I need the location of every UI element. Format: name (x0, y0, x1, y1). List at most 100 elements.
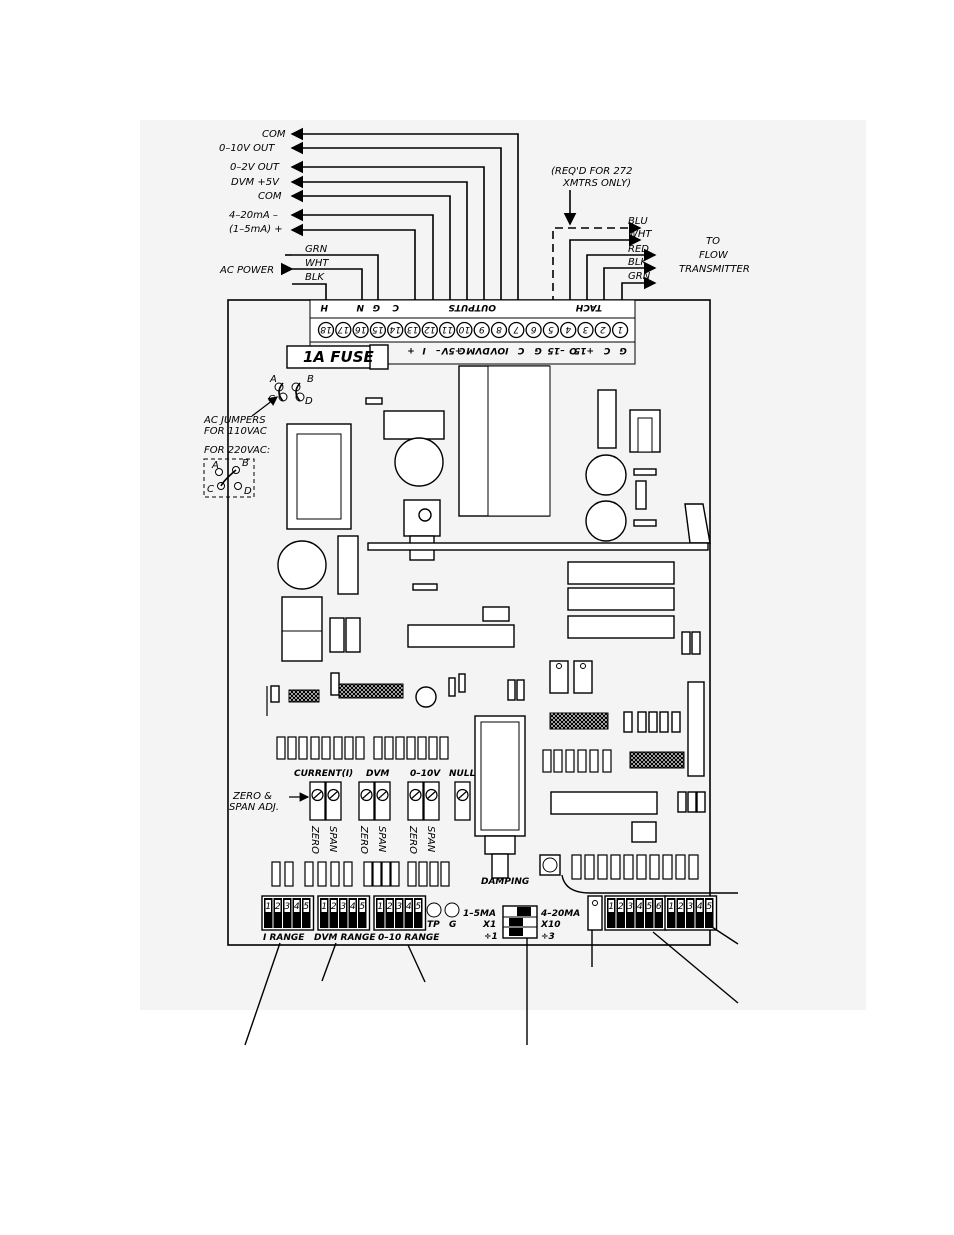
resistor-upper-6 (344, 736, 354, 760)
terminal-14 (387, 321, 404, 339)
pot-label-span-1: SPAN (327, 826, 338, 853)
terminal-17 (335, 321, 352, 339)
resistor-row-lower (271, 854, 699, 887)
terminal-lower-label-6: V (489, 345, 497, 355)
label-div1: ÷1 (484, 932, 498, 942)
resistor-mid-5 (602, 749, 612, 773)
resistor-upper-12 (417, 736, 427, 760)
label-blk: BLK (305, 272, 325, 283)
terminal-lower-label-14: G (619, 345, 626, 355)
terminal-label-n: N (356, 302, 364, 312)
label-tp: TP (427, 920, 440, 930)
label-grn: GRN (305, 244, 328, 255)
terminal-lower-label-9: G (534, 345, 541, 355)
resistor-upper-7 (355, 736, 365, 760)
resistor-upper-3 (310, 736, 320, 760)
resistor-lower-0 (271, 861, 281, 887)
pot-label-zero-0: ZERO (309, 825, 320, 854)
label-ac-power: AC POWER (219, 265, 274, 276)
resistor-right-3 (610, 854, 621, 880)
terminal-7 (508, 321, 525, 339)
terminal-label-h: H (320, 302, 328, 312)
label-i-range: I RANGE (263, 933, 305, 943)
single-switch (587, 895, 603, 931)
label-blk-xmtr: BLK (628, 257, 648, 268)
label-x1: X1 (482, 920, 496, 930)
terminal-number-14: 14 (389, 324, 401, 334)
resistor-right-2 (597, 854, 608, 880)
terminal-3 (577, 321, 594, 339)
label-1-5ma: (1–5mA) + (229, 224, 283, 235)
terminal-number-12: 12 (424, 324, 436, 334)
label-wht-xmtr: WHT (628, 229, 652, 240)
label-xmtrs-only: XMTRS ONLY) (562, 178, 631, 189)
terminal-12 (421, 321, 438, 339)
label-x10: X10 (540, 920, 560, 930)
resistor-upper-4 (321, 736, 331, 760)
terminal-18 (317, 321, 335, 339)
terminal-lower-label-1: + (407, 345, 415, 355)
resistor-lower-12 (429, 861, 439, 887)
label-div3: ÷3 (541, 932, 555, 942)
label-0-2v-out: 0–2V OUT (230, 162, 280, 173)
terminal-number-13: 13 (407, 324, 419, 334)
resistor-mid-0 (542, 749, 552, 773)
five-way-switch-right-digit-5: 5 (706, 902, 712, 912)
label-grn-xmtr: GRN (628, 271, 651, 282)
pot-label-span-3: SPAN (376, 826, 387, 853)
six-way-switch-digit-5: 5 (646, 902, 652, 912)
test-point-tp (426, 902, 442, 918)
six-way-switch-digit-1: 1 (608, 902, 614, 912)
resistor-right-1 (584, 854, 595, 880)
label-wht: WHT (305, 258, 329, 269)
resistor-upper-13 (428, 736, 438, 760)
six-way-switch-digit-3: 3 (627, 902, 633, 912)
label-dvm-range: DVM RANGE (314, 933, 376, 943)
resistor-lower-8 (381, 861, 391, 887)
resistor-row-upper (276, 736, 612, 773)
terminal-number-4: 4 (565, 324, 571, 334)
fuse: 1A FUSE (286, 344, 389, 370)
pot-label-zero-2: ZERO (358, 825, 369, 854)
terminal-number-11: 11 (441, 324, 452, 334)
dvm-range-switch-digit-5: 5 (359, 902, 365, 912)
i-range-switch-digit-5: 5 (303, 902, 309, 912)
resistor-lower-6 (363, 861, 373, 887)
ac-jumpers-110 (251, 382, 305, 417)
resistor-lower-9 (390, 861, 400, 887)
i-range-switch-digit-4: 4 (294, 902, 300, 912)
terminal-16 (352, 321, 369, 339)
i-range-switch-digit-1: 1 (265, 902, 271, 912)
resistor-lower-2 (304, 861, 314, 887)
terminal-number-5: 5 (548, 324, 554, 334)
label-4-20ma-mode: 4–20MA (540, 909, 580, 919)
five-way-switch-right-digit-3: 3 (687, 902, 693, 912)
svg-text:D: D (244, 486, 252, 497)
terminal-number-15: 15 (372, 324, 384, 334)
terminal-11 (438, 321, 456, 339)
terminal-2 (594, 321, 611, 339)
terminal-lower-label-12: +15 (574, 345, 594, 355)
resistor-upper-1 (287, 736, 297, 760)
terminal-number-2: 2 (600, 324, 606, 334)
label-1-5ma-mode: 1–5MA (463, 909, 496, 919)
resistor-right-5 (636, 854, 647, 880)
resistor-mid-4 (589, 749, 599, 773)
terminal-number-17: 17 (337, 324, 349, 334)
label-zero-span: ZERO & (232, 791, 272, 802)
label-transmitter: TRANSMITTER (679, 264, 750, 275)
terminal-label-g: G (373, 302, 380, 312)
five-way-switch-right-digit-4: 4 (697, 902, 703, 912)
i-range-switch-digit-3: 3 (284, 902, 290, 912)
terminal-6 (525, 321, 542, 339)
terminal-label-outputs: OUTPUTS (448, 302, 496, 312)
resistor-right-0 (571, 854, 582, 880)
jumper-letter-b: B (307, 374, 314, 385)
jumper-letter-c: C (268, 394, 275, 405)
terminal-lower-label-11: O (569, 345, 577, 355)
